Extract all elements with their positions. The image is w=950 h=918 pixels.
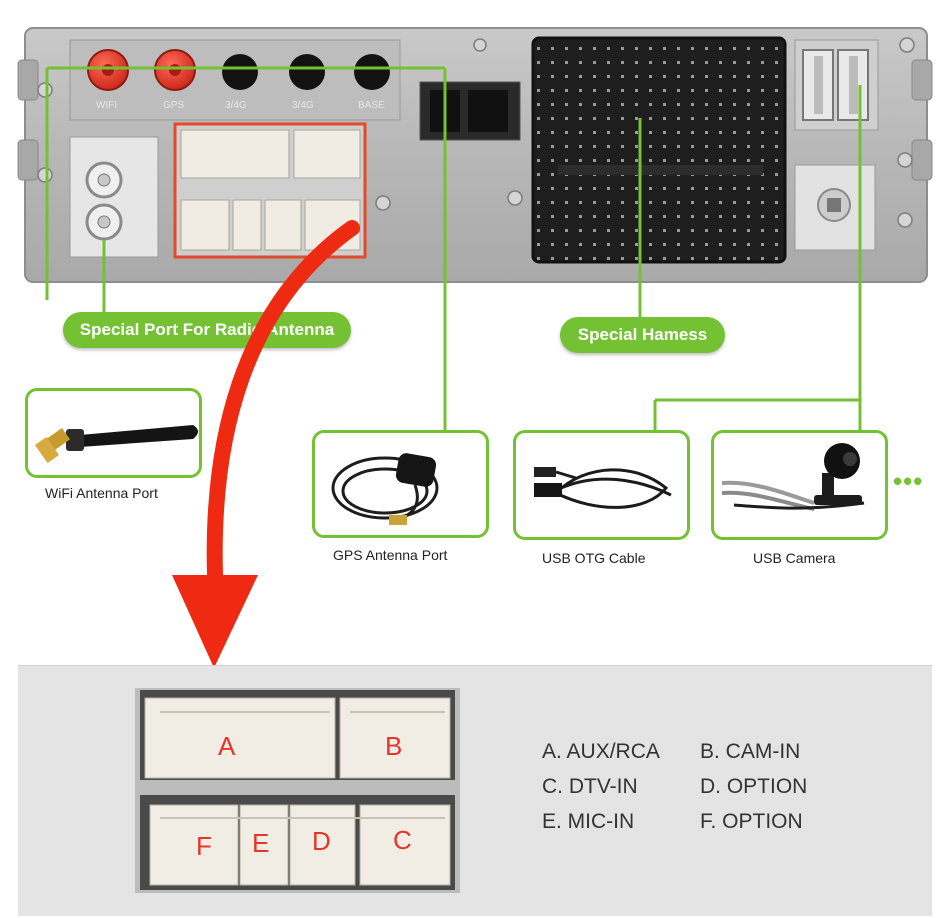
harness-callout: Special Hamess: [560, 317, 725, 353]
head-unit-back-panel: WIFI GPS 3/4G 3/4G BASE: [17, 27, 933, 300]
connector-photo: A B F E D C: [135, 688, 460, 893]
legend-item: B. CAM-IN: [700, 740, 801, 763]
more-indicator: •••: [893, 466, 924, 496]
usb-camera-caption: USB Camera: [753, 550, 836, 566]
radio-antenna-callout: Special Port For Radio Antenna: [63, 312, 351, 348]
port-label: WIFI: [96, 100, 117, 111]
usb-cable-icon: [534, 467, 672, 509]
legend-item: C. DTV-IN: [542, 775, 638, 798]
connector-letter: A: [218, 731, 236, 761]
legend-item: A. AUX/RCA: [542, 740, 660, 763]
port-label: BASE: [358, 100, 385, 111]
port-label: 3/4G: [292, 100, 314, 111]
connector-lines: [102, 300, 862, 430]
wifi-antenna-box: [25, 388, 202, 478]
usb-camera-icon: [721, 443, 865, 511]
legend-item: D. OPTION: [700, 775, 808, 798]
gps-antenna-icon: [331, 453, 439, 525]
usb-camera-box: [711, 430, 888, 540]
usb-otg-caption: USB OTG Cable: [542, 550, 646, 566]
legend-item: E. MIC-IN: [542, 810, 635, 833]
wifi-antenna-icon: [34, 425, 198, 464]
connector-letter: F: [196, 831, 212, 861]
port-label: GPS: [163, 100, 184, 111]
usb-otg-box: [513, 430, 690, 540]
connector-letter: C: [393, 825, 412, 855]
port-label: 3/4G: [225, 100, 247, 111]
wifi-antenna-caption: WiFi Antenna Port: [45, 485, 158, 501]
connector-letter: B: [385, 731, 402, 761]
red-arrow-icon: [172, 220, 360, 668]
connector-letter: D: [312, 826, 331, 856]
connector-letter: E: [252, 828, 269, 858]
gps-antenna-box: [312, 430, 489, 538]
legend-item: F. OPTION: [700, 810, 803, 833]
gps-antenna-caption: GPS Antenna Port: [333, 547, 448, 563]
